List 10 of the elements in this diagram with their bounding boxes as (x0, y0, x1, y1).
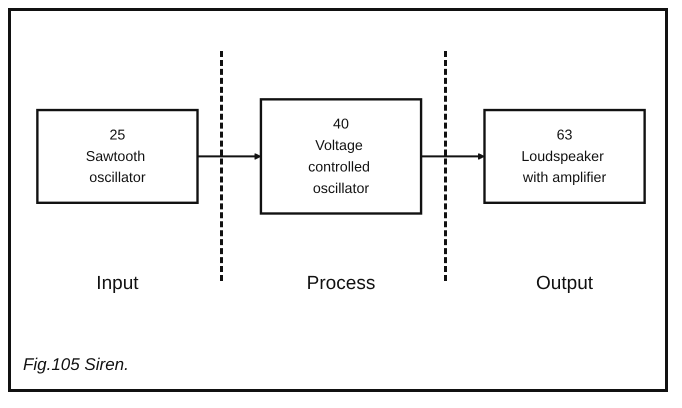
node-box (36, 108, 199, 204)
figure-caption: Fig.105 Siren. (23, 355, 129, 375)
node-box (483, 108, 646, 204)
block-diagram: 25 Sawtooth oscillator 40 Voltage controlled oscillator 63 Loudspeaker with amplifier (31, 92, 651, 220)
stage-label: Input (96, 273, 139, 295)
stage-label: Output (536, 273, 594, 295)
stage-label: Process (306, 273, 376, 295)
node-box (260, 98, 422, 214)
arrow (198, 152, 262, 160)
arrow (421, 152, 485, 160)
